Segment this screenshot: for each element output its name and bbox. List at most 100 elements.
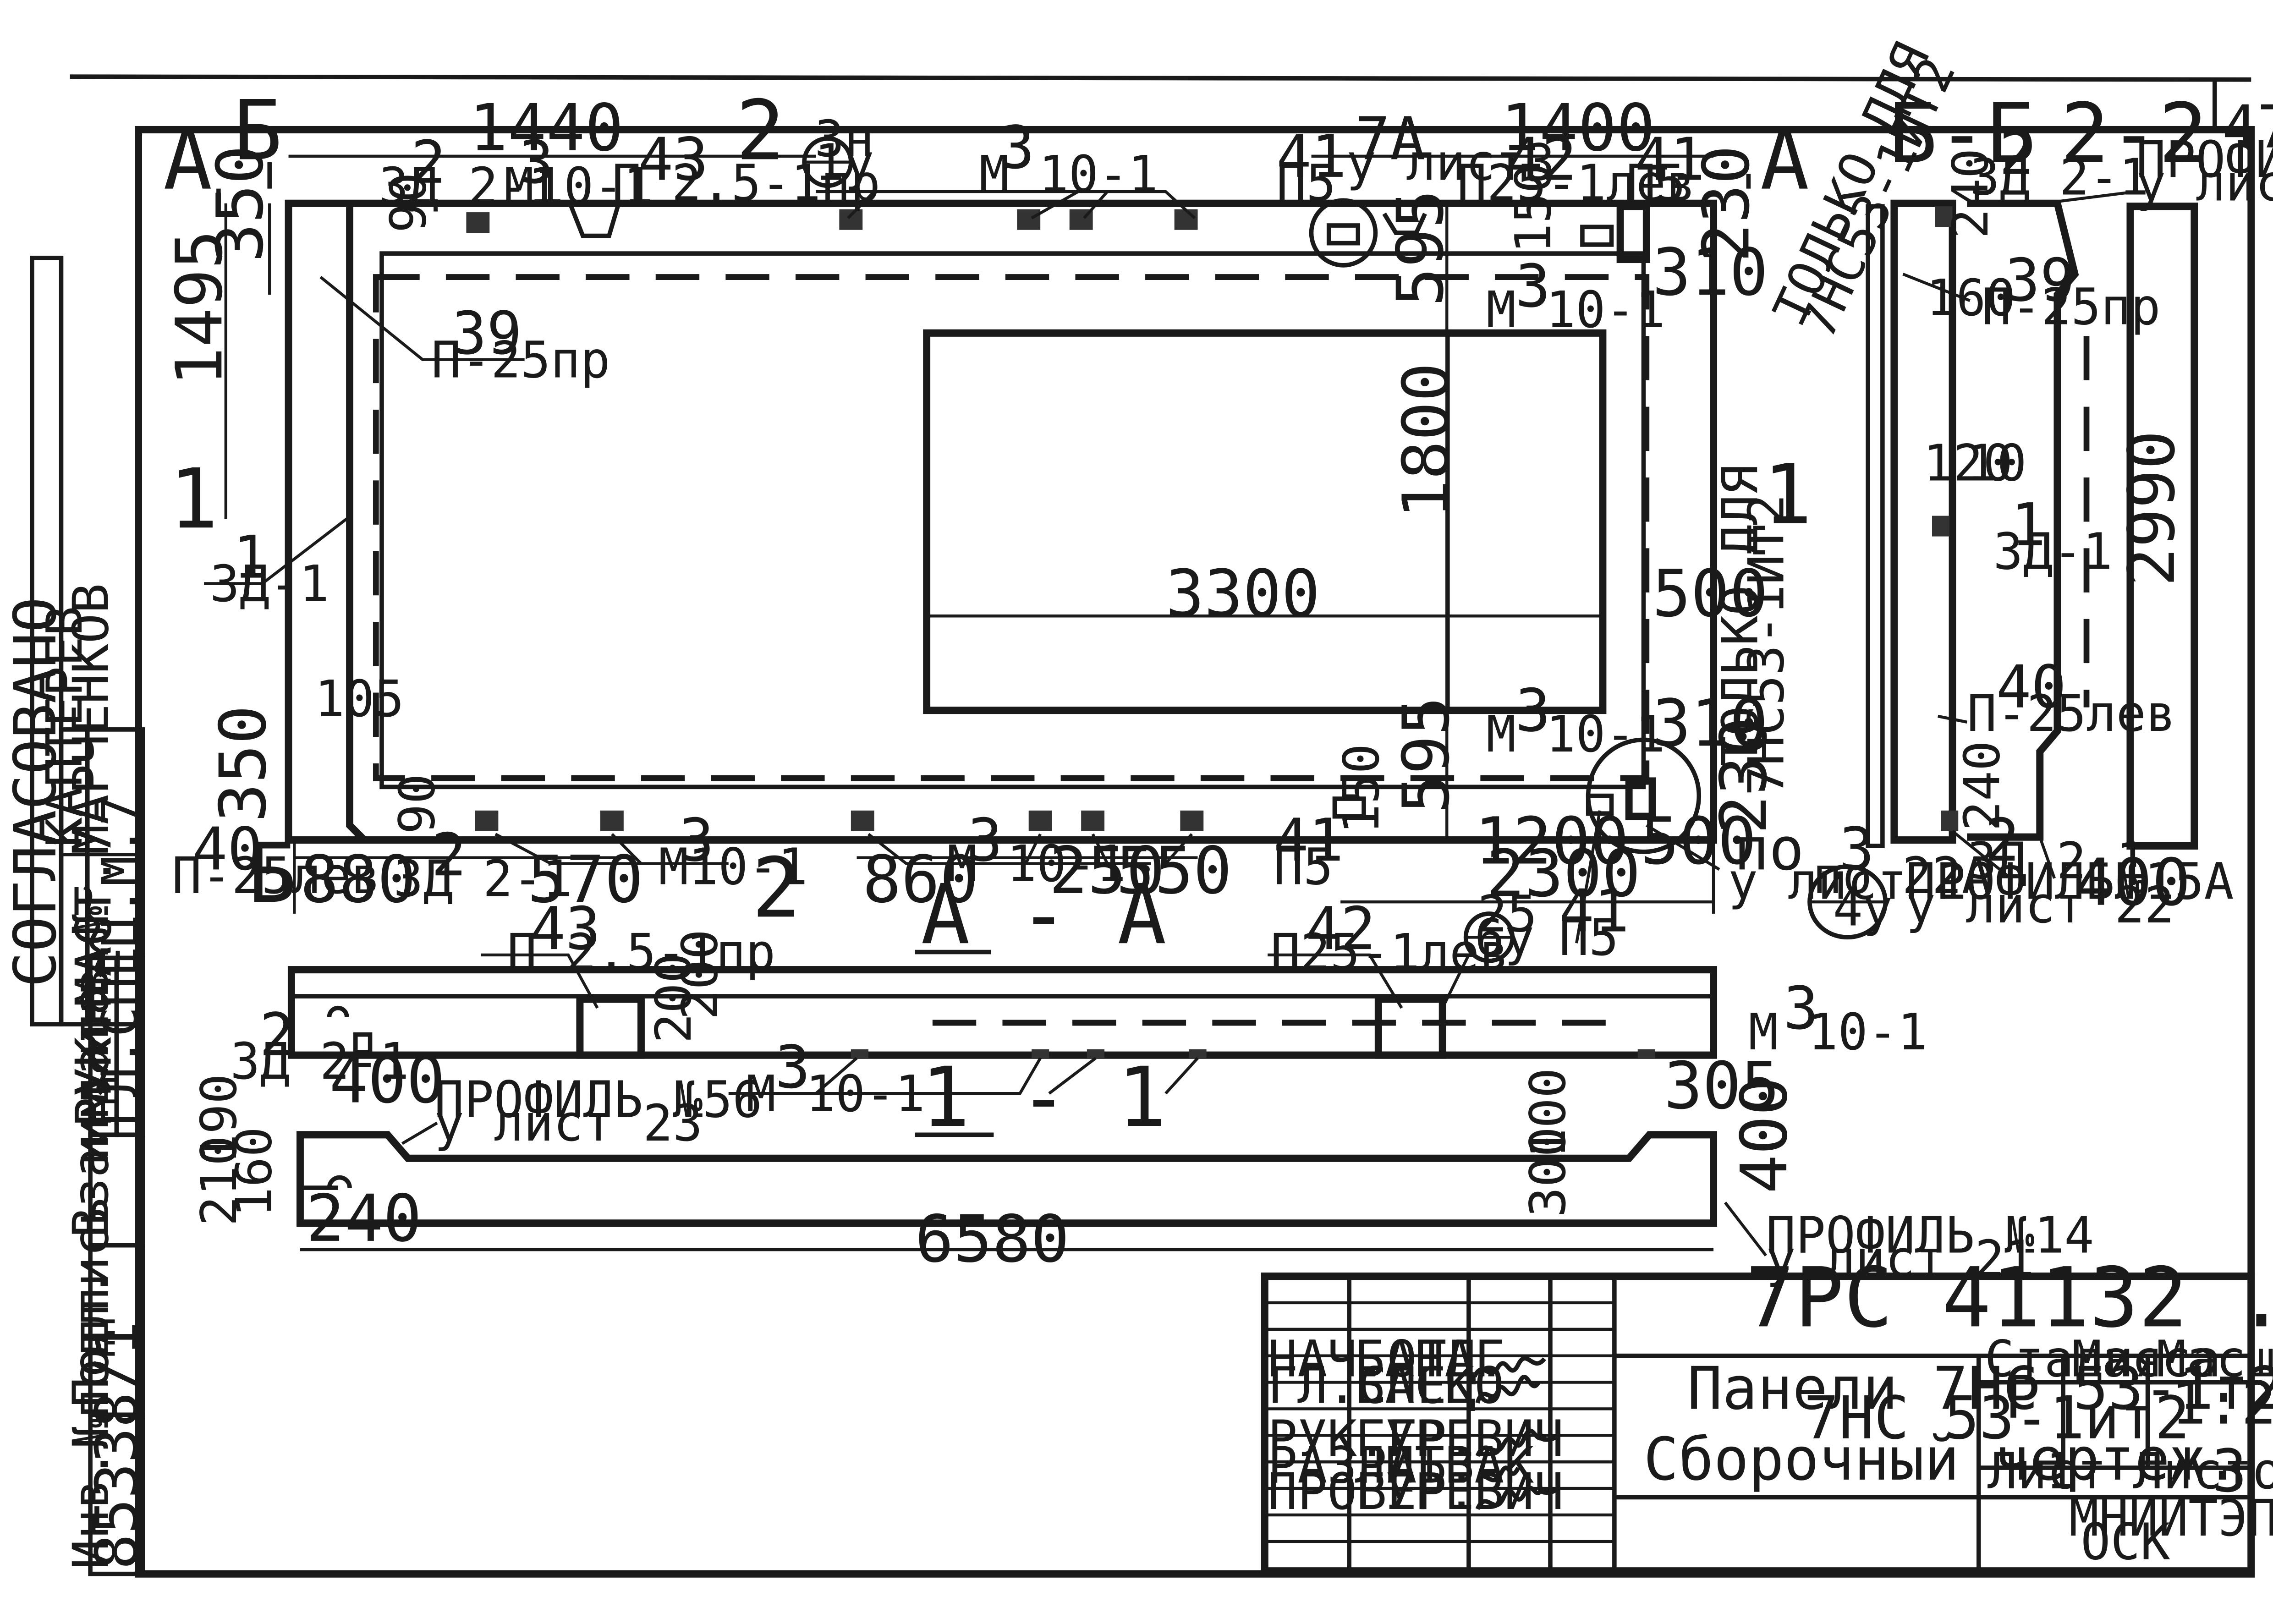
dim-200-aa-b: 200 — [671, 929, 729, 1020]
drawing-name-2: 7НС 53-1ит2 — [1804, 1384, 2190, 1453]
agreed-name-1: КАПТЕРЕВ — [36, 606, 93, 848]
tb-role-1: НАЧ.ОТД. — [1268, 1330, 1506, 1388]
dim-1495: 1495 — [162, 230, 237, 386]
label-m10-bottom-a: М10-1 — [659, 838, 807, 896]
label-mark-2-top: 2 — [411, 128, 446, 197]
label-only-bottom-1: ТОЛЬКО ДЛЯ — [1711, 465, 1769, 766]
section-b-b-title: Б-Б — [1889, 86, 2036, 182]
cut-mark-2-top: 2 — [736, 83, 785, 179]
label-mark-3-right-bottom: 3 — [1515, 676, 1551, 745]
dim-350-top: 350 — [203, 145, 278, 263]
dim-400-bb: 400 — [2075, 845, 2191, 921]
drawing-name-1: Панели 7НС 53-1т2 — [1687, 1355, 2273, 1423]
sheets-value: 3 — [2212, 1437, 2247, 1506]
top-trim-line — [70, 74, 2251, 82]
scale-header: Масштаб — [2157, 1330, 2273, 1388]
drawing-frame — [135, 126, 2255, 1578]
label-mark-2-bottom: 2 — [431, 821, 467, 890]
label-list3: у лист3 — [1346, 133, 1555, 192]
cut-mark-1-left: 1 — [169, 451, 218, 547]
label-3d21-aa: 3Д 2-1 — [230, 1032, 409, 1091]
label-list-22b: у лист 22 — [1906, 876, 2174, 935]
label-p25lev-left: П-25лев — [172, 846, 381, 905]
dim-1800: 1800 — [1389, 362, 1464, 519]
dim-880: 880 — [300, 842, 416, 917]
section-b-b-2-2: Б-Б 2-2 2 3Д 2-1 39 П-25пр 1 3Д-1 40 П-2… — [1807, 86, 2273, 940]
label-mark-39-bb: 39 — [2005, 246, 2075, 315]
tb-name-4: ГУРЕВИЧ — [1355, 1410, 1564, 1468]
field-orig-inv: Инв.№подл. — [62, 1268, 120, 1569]
label-p5-bottom: П5 — [1274, 838, 1333, 896]
dim-860: 860 — [862, 842, 978, 917]
field-interchange-inv: Взаим.инв.№ — [62, 906, 120, 1238]
label-profile-15a: ПРОФИЛЬ№15А — [1906, 852, 2234, 911]
dim-6580: 6580 — [915, 1202, 1070, 1277]
label-list-23: у лист 23 — [434, 1094, 703, 1153]
agreed-label: СОГЛАСОВАНО — [1, 597, 69, 988]
label-m10-top-a: М10-1 — [504, 157, 653, 215]
label-mark-40-bb: 40 — [1996, 653, 2066, 722]
stage-header: Стадия — [1984, 1330, 2163, 1388]
dim-240-s11: 240 — [306, 1181, 422, 1256]
dim-570: 570 — [527, 842, 643, 917]
tb-name-2: БАСКО — [1355, 1356, 1504, 1415]
sheets-header: Листов — [2133, 1442, 2273, 1501]
dim-240-bb-top: 240 — [1941, 148, 1999, 238]
cut-mark-2-bottom: 2 — [752, 840, 801, 936]
label-mark-41-bottom-b: 41 — [1559, 877, 1629, 946]
dim-10-bb: 10 — [1967, 434, 2026, 493]
tb-role-6: ПРОВЕР. — [1268, 1463, 1477, 1521]
detail-circle-bottom — [1586, 737, 1702, 854]
dim-300: 300 — [1519, 1127, 1576, 1217]
label-mark-41-bottom: 41 — [1274, 806, 1344, 875]
label-only-bottom-2: 7НС53-1ИТ2 — [1737, 494, 1795, 796]
dim-150-top: 150 — [1504, 163, 1562, 253]
label-m10-right-bottom: М 10-1 — [1486, 705, 1665, 764]
label-p5-top-b: П5 — [1626, 154, 1686, 213]
embedded-plates-bottom — [475, 737, 1702, 854]
label-p25pr-bb: П-25пр — [1982, 278, 2160, 336]
dim-160-s11: 160 — [225, 1127, 283, 1217]
drawing-code: 7РС 41132 .7НС. 06СБ. — [1746, 1250, 2273, 1346]
dim-120-bb: 120 — [1923, 434, 2013, 493]
embedded-plates-top — [466, 198, 1650, 268]
label-mark-42-top: 42 — [1507, 126, 1577, 194]
stage-value: Р — [2005, 1363, 2040, 1432]
dim-150-bottom: 150 — [1332, 744, 1390, 834]
panel-outline — [285, 199, 1718, 844]
cut-mark-a-right: А — [1760, 113, 1809, 208]
sheet-header: Лист — [1988, 1442, 2107, 1501]
label-mark-1-left: 1 — [233, 523, 269, 592]
dim-190: 190 — [190, 1074, 248, 1164]
dim-100: 100 — [1519, 1068, 1576, 1158]
dim-400-s11-right: 400 — [1727, 1076, 1802, 1194]
label-mark-43-top: 43 — [638, 126, 708, 194]
signatures — [83, 885, 1547, 1510]
dim-310-bottom: 310 — [1653, 686, 1768, 762]
callout-6u: 6у — [1475, 908, 1534, 967]
label-p25pr-aa: П 2.5-1пр — [507, 923, 775, 982]
org-name-2: ОСК — [2081, 1513, 2170, 1571]
agreed-name-2: МАРЧЕНКОВ — [62, 583, 120, 855]
label-mark-41-top-b: 41 — [1635, 126, 1705, 194]
section-a-a: А - А 200 200 43 П 2.5-1пр 42 П25-1лев 2… — [230, 867, 1927, 1123]
dim-200-aa: 200 — [645, 953, 703, 1043]
panel-plan-view: А А Б Б 1 1 2 2 1440 1400 350 1495 90 15… — [162, 34, 1967, 967]
callout-22a: по 22А — [1812, 846, 1991, 905]
dim-350-bottom: 350 — [206, 705, 280, 823]
label-mark-3-top-b: 3 — [999, 114, 1035, 182]
dim-2990: 2990 — [2115, 430, 2190, 587]
label-3d21-top: 3Д 2-1 — [379, 157, 558, 215]
section-1-1-title: 1 - 1 — [921, 1050, 1166, 1146]
dim-550: 550 — [1116, 833, 1232, 909]
dim-230-bottom: 230 — [1707, 717, 1781, 834]
label-profile-15: ПРОФИЛЬ№15 — [2136, 130, 2273, 189]
sheet-value: 1 — [2046, 1442, 2075, 1501]
drawing-name-3: Сборочный чертеж. — [1643, 1425, 2240, 1494]
label-mark-39: 39 — [452, 299, 522, 368]
label-3d21-bb-bottom: 3Д 2-1 — [1967, 832, 2146, 890]
dim-90-top: 90 — [379, 172, 437, 233]
sheet-number: 47 — [2222, 93, 2273, 162]
label-p25lev-top: П25-1лев — [1457, 154, 1696, 213]
